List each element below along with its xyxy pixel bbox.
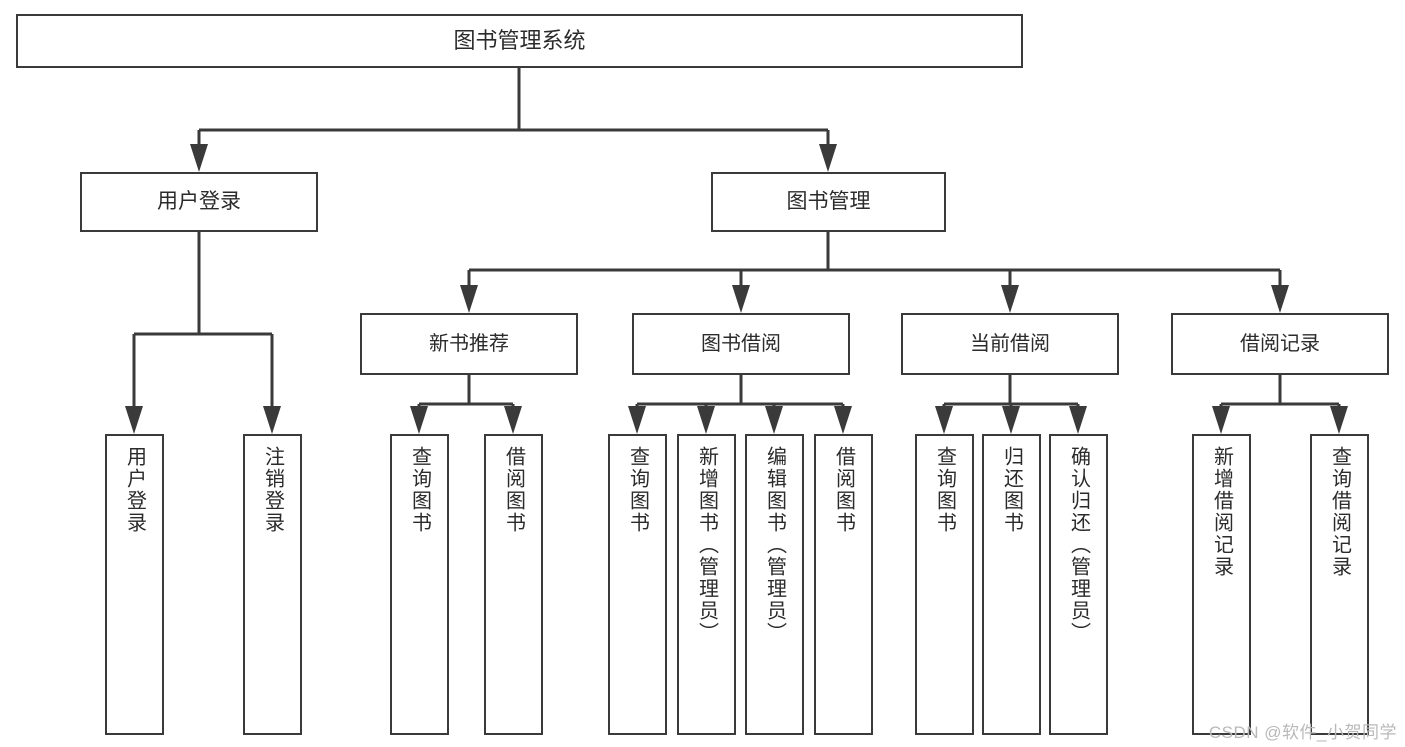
node-leaf-logout[interactable]: 注销登录 bbox=[243, 434, 302, 735]
node-leaf-user-login[interactable]: 用户登录 bbox=[105, 434, 164, 735]
node-leaf-query-borrow-record[interactable]: 查询借阅记录 bbox=[1310, 434, 1369, 735]
node-label: 图书管理系统 bbox=[453, 28, 586, 54]
node-label: 用户登录 bbox=[123, 446, 146, 534]
node-label: 查询图书 bbox=[933, 446, 956, 534]
node-label: 新增图书（管理员） bbox=[695, 446, 718, 644]
node-leaf-confirm-return-admin[interactable]: 确认归还（管理员） bbox=[1049, 434, 1108, 735]
node-leaf-add-borrow-record[interactable]: 新增借阅记录 bbox=[1192, 434, 1251, 735]
node-leaf-query-book-borrow[interactable]: 查询图书 bbox=[608, 434, 667, 735]
node-leaf-borrow-book-recommend[interactable]: 借阅图书 bbox=[484, 434, 543, 735]
node-leaf-return-book[interactable]: 归还图书 bbox=[982, 434, 1041, 735]
node-label: 借阅记录 bbox=[1240, 332, 1320, 355]
node-label: 当前借阅 bbox=[970, 332, 1050, 355]
node-leaf-query-book-recommend[interactable]: 查询图书 bbox=[390, 434, 449, 735]
node-label: 查询图书 bbox=[626, 446, 649, 534]
node-new-book-recommend[interactable]: 新书推荐 bbox=[360, 313, 578, 375]
node-root-book-management-system[interactable]: 图书管理系统 bbox=[16, 14, 1023, 68]
node-label: 查询图书 bbox=[408, 446, 431, 534]
node-leaf-edit-book-admin[interactable]: 编辑图书（管理员） bbox=[745, 434, 804, 735]
node-label: 归还图书 bbox=[1000, 446, 1023, 534]
node-label: 注销登录 bbox=[261, 446, 284, 534]
node-label: 借阅图书 bbox=[502, 446, 525, 534]
node-label: 用户登录 bbox=[157, 189, 241, 213]
node-leaf-query-book-current[interactable]: 查询图书 bbox=[915, 434, 974, 735]
node-label: 图书管理 bbox=[786, 189, 871, 213]
node-leaf-borrow-book[interactable]: 借阅图书 bbox=[814, 434, 873, 735]
node-current-borrow[interactable]: 当前借阅 bbox=[901, 313, 1119, 375]
node-label: 图书借阅 bbox=[701, 332, 781, 355]
node-label: 新增借阅记录 bbox=[1210, 446, 1233, 578]
node-user-login[interactable]: 用户登录 bbox=[80, 172, 318, 232]
node-book-borrow[interactable]: 图书借阅 bbox=[632, 313, 850, 375]
node-label: 查询借阅记录 bbox=[1328, 446, 1351, 578]
node-leaf-add-book-admin[interactable]: 新增图书（管理员） bbox=[677, 434, 736, 735]
node-label: 新书推荐 bbox=[429, 332, 509, 355]
node-borrow-record[interactable]: 借阅记录 bbox=[1171, 313, 1389, 375]
node-label: 编辑图书（管理员） bbox=[763, 446, 786, 644]
node-book-management[interactable]: 图书管理 bbox=[711, 172, 946, 232]
node-label: 确认归还（管理员） bbox=[1067, 446, 1090, 644]
node-label: 借阅图书 bbox=[832, 446, 855, 534]
